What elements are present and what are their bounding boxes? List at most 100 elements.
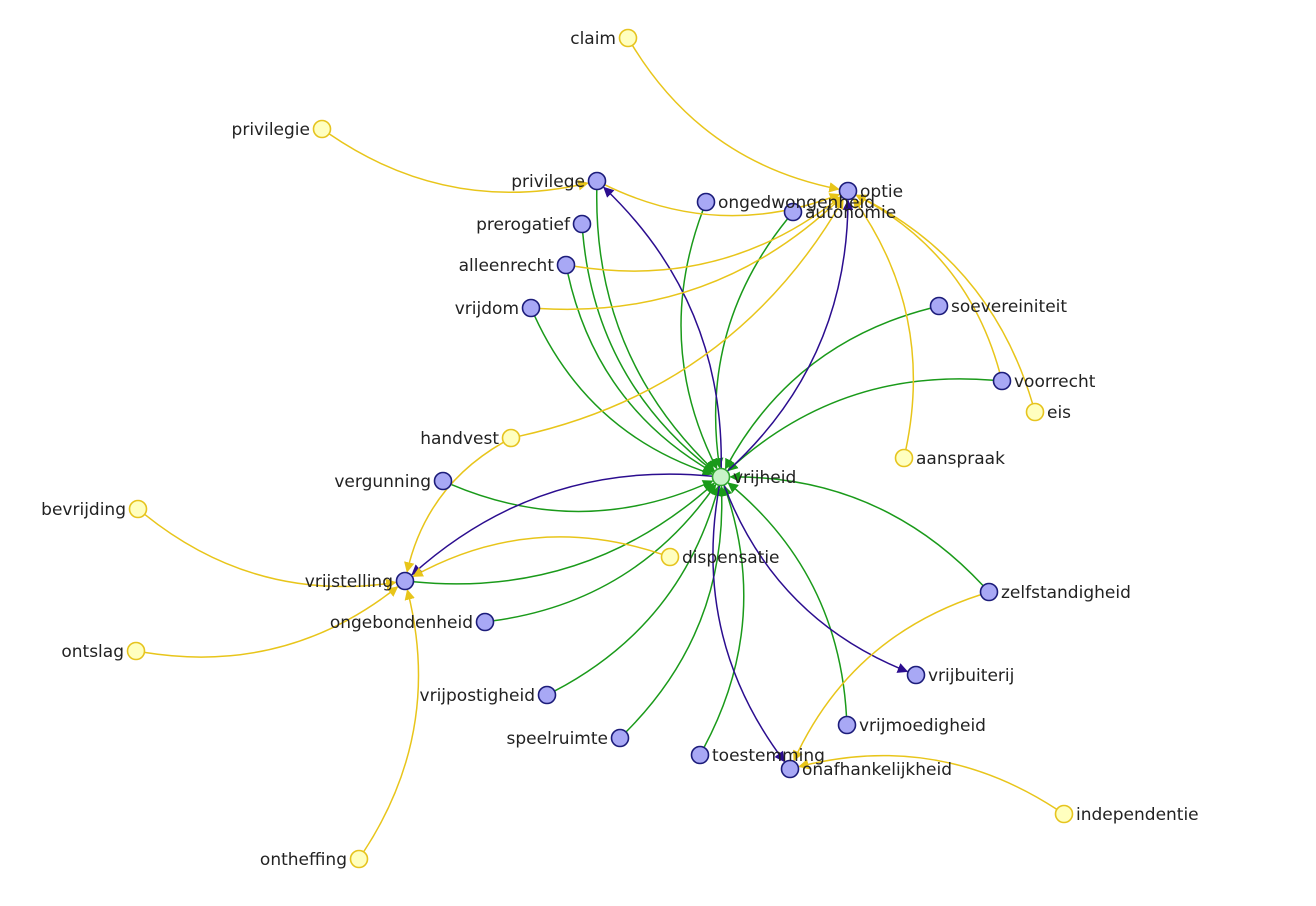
edge-vrijpostigheid-to-vrijheid [554, 485, 722, 692]
edge-eis-to-optie [855, 194, 1034, 405]
node-label-onafhankelijkheid: onafhankelijkheid [802, 760, 952, 780]
node-label-vrijpostigheid: vrijpostigheid [420, 686, 535, 706]
node-label-privilegie: privilegie [232, 120, 310, 140]
edge-privilegie-to-privilege [328, 133, 589, 194]
edge-zelfstandigheid-to-vrijheid [729, 471, 984, 587]
edge-soevereiniteit-to-vrijheid [724, 307, 931, 470]
node-label-claim: claim [570, 29, 616, 49]
node-label-toestemming: toestemming [712, 746, 825, 766]
node-eis[interactable] [1025, 402, 1045, 422]
node-vrijbuiterij[interactable] [906, 665, 926, 685]
edge-prerogatief-to-vrijheid [581, 232, 715, 472]
node-ontheffing[interactable] [349, 849, 369, 869]
edge-vrijheid-to-onafhankelijkheid [712, 485, 785, 763]
node-vrijpostigheid[interactable] [537, 685, 557, 705]
node-label-vergunning: vergunning [334, 472, 431, 492]
node-independentie[interactable] [1054, 804, 1074, 824]
node-label-vrijbuiterij: vrijbuiterij [928, 666, 1014, 686]
edge-handvest-to-optie [519, 198, 844, 437]
edge-vrijheid-to-vrijbuiterij [723, 484, 909, 673]
node-label-soevereiniteit: soevereiniteit [951, 297, 1067, 317]
node-vrijdom[interactable] [521, 298, 541, 318]
node-label-privilege: privilege [511, 172, 585, 192]
node-alleenrecht[interactable] [556, 255, 576, 275]
node-vrijmoedigheid[interactable] [837, 715, 857, 735]
node-label-zelfstandigheid: zelfstandigheid [1001, 583, 1131, 603]
node-claim[interactable] [618, 28, 638, 48]
node-privilege[interactable] [587, 171, 607, 191]
node-aanspraak[interactable] [894, 448, 914, 468]
node-label-speelruimte: speelruimte [507, 729, 608, 749]
nodes-layer [126, 28, 1074, 869]
node-label-voorrecht: voorrecht [1014, 372, 1096, 392]
node-prerogatief[interactable] [572, 214, 592, 234]
node-label-vrijdom: vrijdom [455, 299, 519, 319]
edge-ontheffing-to-vrijstelling [362, 589, 420, 853]
node-label-vrijstelling: vrijstelling [305, 572, 393, 592]
node-speelruimte[interactable] [610, 728, 630, 748]
node-ongedwongenheid[interactable] [696, 192, 716, 212]
edge-vrijmoedigheid-to-vrijheid [727, 482, 848, 717]
edge-aanspraak-to-optie [852, 197, 915, 450]
node-vrijstelling[interactable] [395, 571, 415, 591]
edge-speelruimte-to-vrijheid [625, 485, 728, 733]
node-ontslag[interactable] [126, 641, 146, 661]
edge-privilege-to-optie [604, 184, 841, 217]
edge-claim-to-optie [631, 44, 840, 193]
edge-independentie-to-onafhankelijkheid [798, 754, 1058, 811]
edge-dispensatie-to-vrijstelling [412, 536, 663, 578]
edge-ongedwongenheid-to-vrijheid [680, 209, 718, 470]
edge-vrijstelling-to-vrijheid [413, 482, 715, 585]
edge-alleenrecht-to-vrijheid [567, 273, 714, 473]
edge-handvest-to-vrijstelling [404, 441, 504, 573]
node-label-ontheffing: ontheffing [260, 850, 347, 870]
node-label-alleenrecht: alleenrecht [459, 256, 555, 276]
node-label-eis: eis [1047, 403, 1071, 423]
node-toestemming[interactable] [690, 745, 710, 765]
node-label-ongedwongenheid: ongedwongenheid [718, 193, 875, 213]
node-onafhankelijkheid[interactable] [780, 759, 800, 779]
node-label-vrijheid: vrijheid [733, 468, 796, 488]
edge-vrijheid-to-vrijstelling [411, 473, 713, 576]
node-vergunning[interactable] [433, 471, 453, 491]
node-zelfstandigheid[interactable] [979, 582, 999, 602]
edge-vrijheid-to-optie [726, 199, 854, 472]
node-voorrecht[interactable] [992, 371, 1012, 391]
node-label-independentie: independentie [1076, 805, 1199, 825]
node-label-optie: optie [860, 182, 903, 202]
node-label-dispensatie: dispensatie [682, 548, 780, 568]
edge-voorrecht-to-optie [855, 194, 1001, 373]
node-optie[interactable] [838, 181, 858, 201]
edge-voorrecht-to-vrijheid [727, 378, 994, 472]
edge-vergunning-to-vrijheid [450, 480, 714, 513]
edge-zelfstandigheid-to-onafhankelijkheid [793, 593, 982, 762]
edge-toestemming-to-vrijheid [703, 485, 745, 748]
edge-ontslag-to-vrijstelling [144, 586, 399, 658]
node-label-vrijmoedigheid: vrijmoedigheid [859, 716, 986, 736]
edge-autonomie-to-vrijheid [713, 218, 789, 469]
node-label-autonomie: autonomie [805, 203, 896, 223]
node-label-ontslag: ontslag [61, 642, 124, 662]
node-label-aanspraak: aanspraak [916, 449, 1005, 469]
node-privilegie[interactable] [312, 119, 332, 139]
edge-vrijdom-to-optie [539, 196, 842, 311]
node-autonomie[interactable] [783, 202, 803, 222]
edge-vrijheid-to-privilege [603, 186, 722, 469]
edge-alleenrecht-to-optie [574, 196, 842, 272]
node-vrijheid[interactable] [711, 467, 731, 487]
node-label-bevrijding: bevrijding [41, 500, 126, 520]
edge-vrijdom-to-vrijheid [533, 315, 713, 477]
node-label-ongebondenheid: ongebondenheid [330, 613, 473, 633]
node-dispensatie[interactable] [660, 547, 680, 567]
edge-ongebondenheid-to-vrijheid [493, 483, 717, 622]
node-soevereiniteit[interactable] [929, 296, 949, 316]
node-bevrijding[interactable] [128, 499, 148, 519]
edge-privilege-to-vrijheid [596, 189, 715, 472]
node-label-prerogatief: prerogatief [476, 215, 571, 235]
node-ongebondenheid[interactable] [475, 612, 495, 632]
node-handvest[interactable] [501, 428, 521, 448]
node-label-handvest: handvest [420, 429, 499, 449]
